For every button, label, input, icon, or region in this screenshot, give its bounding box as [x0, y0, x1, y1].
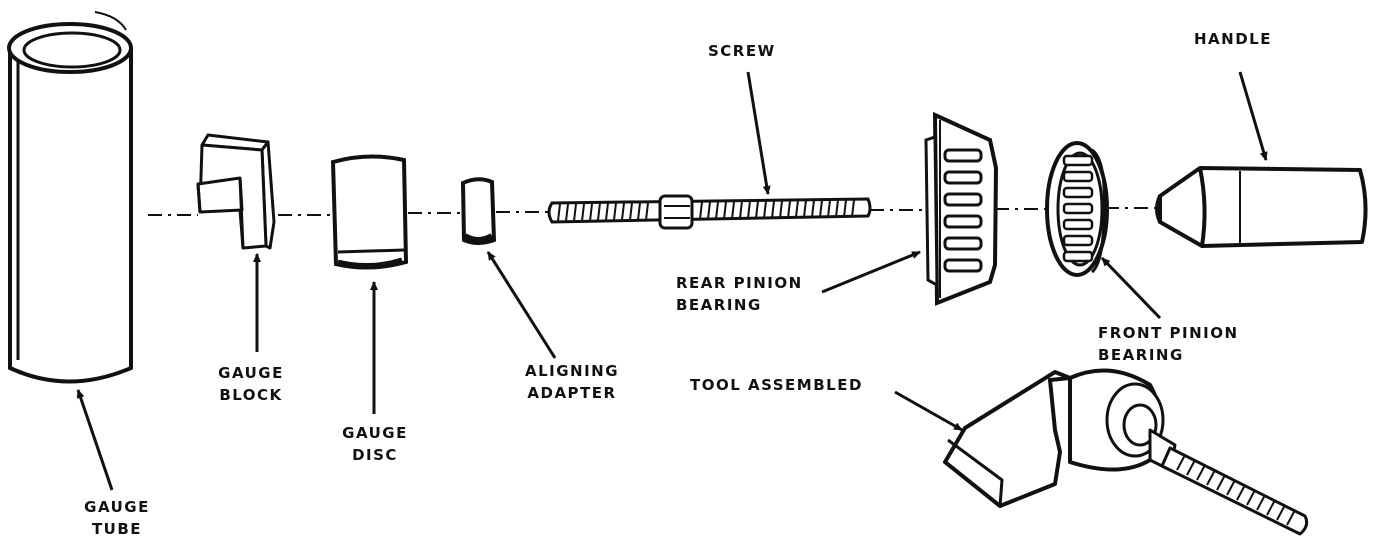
label-tool-assembled: TOOL ASSEMBLED — [690, 376, 863, 394]
label-gauge-block: GAUGE BLOCK — [218, 364, 284, 404]
handle — [1155, 166, 1368, 248]
gauge-disc — [330, 154, 409, 270]
arrow-tool-assembled — [894, 390, 963, 432]
arrow-gauge-tube — [76, 389, 114, 491]
leader-arrows — [76, 71, 1268, 491]
arrow-rear-pinion-bearing — [821, 250, 921, 294]
arrow-handle — [1238, 71, 1268, 161]
front-pinion-bearing — [1045, 141, 1109, 277]
label-rear-pinion-bearing: REAR PINION BEARING — [676, 274, 803, 314]
arrow-screw — [746, 71, 771, 195]
aligning-adapter — [460, 177, 497, 245]
label-front-pinion-bearing: FRONT PINION BEARING — [1098, 324, 1239, 364]
label-screw: SCREW — [708, 42, 776, 60]
tool-assembled — [943, 368, 1309, 536]
rear-pinion-bearing — [924, 111, 999, 306]
gauge-tube — [7, 11, 133, 384]
screw — [547, 194, 872, 230]
arrow-front-pinion-bearing — [1100, 256, 1162, 320]
gauge-block — [196, 133, 276, 250]
arrow-aligning-adapter — [486, 251, 557, 359]
label-gauge-disc: GAUGE DISC — [342, 424, 408, 464]
label-aligning-adapter: ALIGNING ADAPTER — [524, 362, 620, 402]
center-axis — [148, 207, 1160, 216]
label-gauge-tube: GAUGE TUBE — [84, 498, 150, 538]
label-handle: HANDLE — [1194, 30, 1272, 48]
